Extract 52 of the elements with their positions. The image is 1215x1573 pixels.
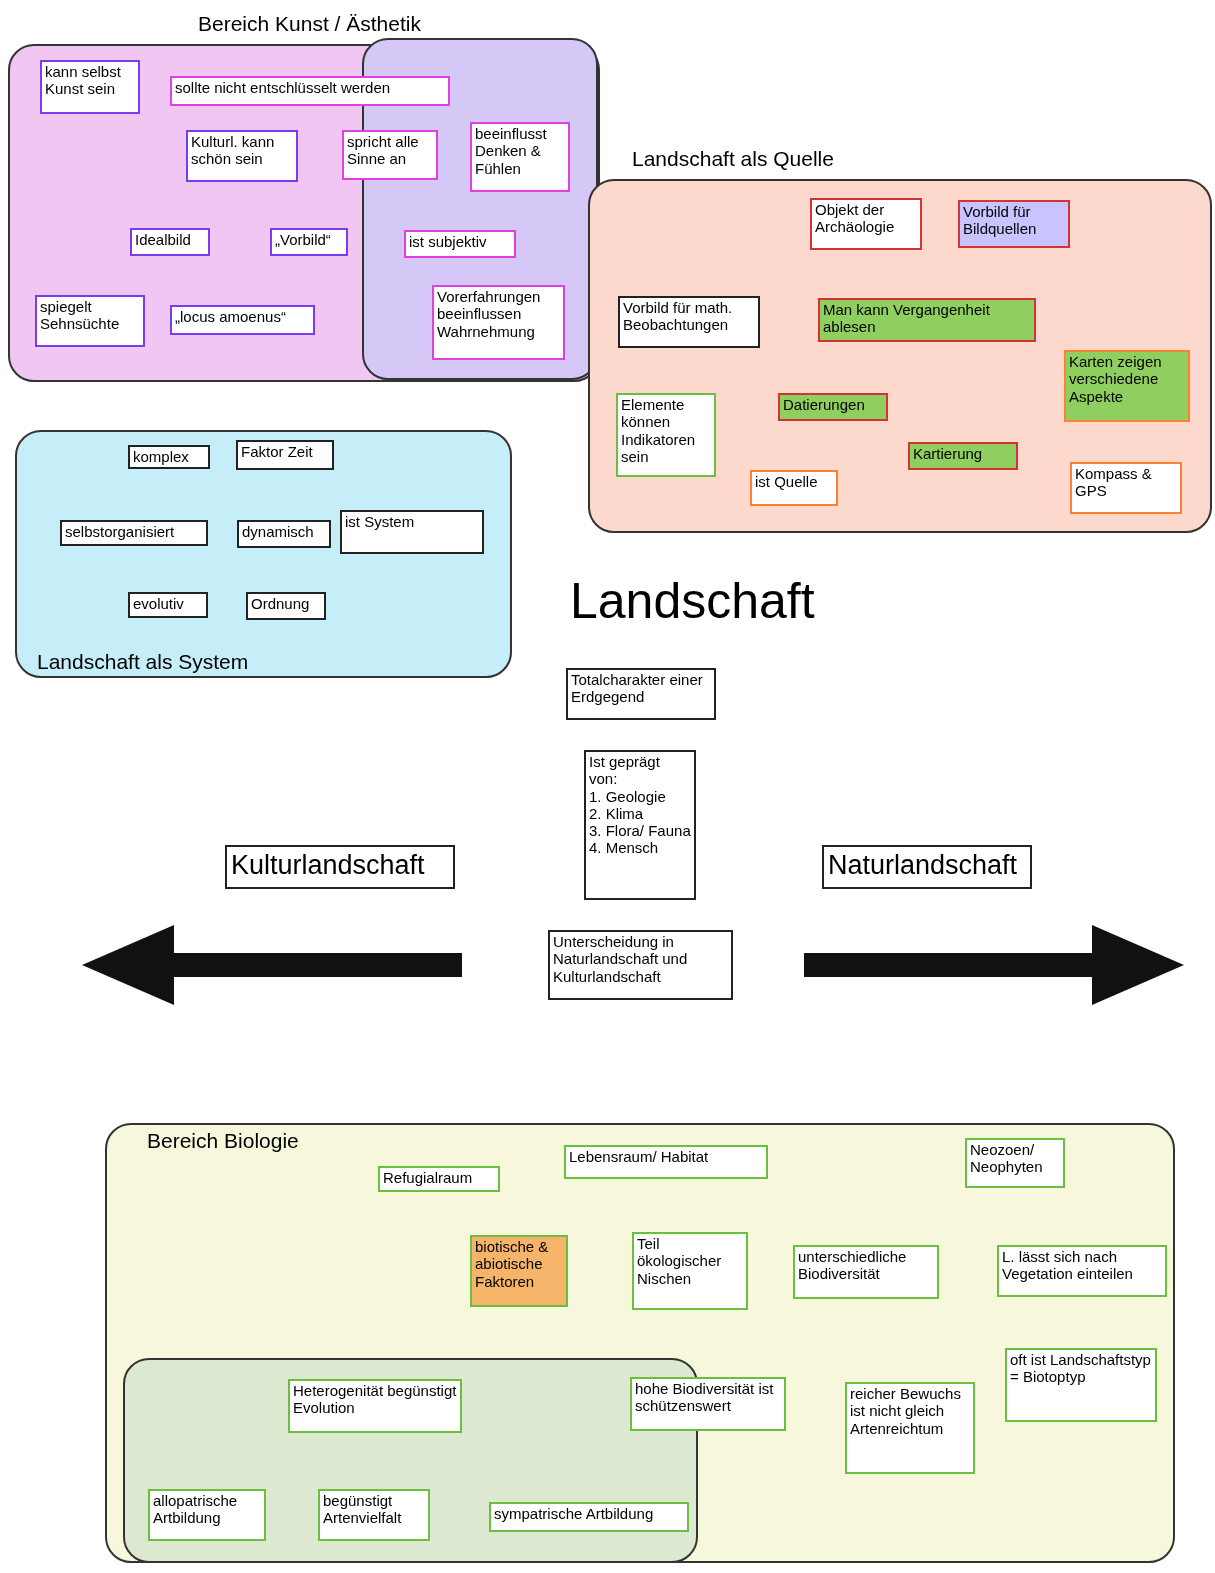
concept-box: Objekt der Archäologie (810, 198, 922, 250)
concept-box: Kulturl. kann schön sein (186, 130, 298, 182)
concept-box: spricht alle Sinne an (342, 130, 438, 180)
concept-box: „locus amoenus“ (170, 305, 315, 335)
concept-box: L. lässt sich nach Vegetation einteilen (997, 1245, 1167, 1297)
concept-box: beeinflusst Denken & Fühlen (470, 122, 570, 192)
concept-box: Refugialraum (378, 1166, 500, 1192)
region-heading: Landschaft als Quelle (632, 147, 834, 171)
concept-box: Vorerfahrungen beeinflussen Wahrnehmung (432, 285, 565, 360)
region-heading: Bereich Biologie (147, 1129, 299, 1153)
concept-box: Man kann Vergangenheit ablesen (818, 298, 1036, 342)
diagram-title: Landschaft (570, 572, 815, 630)
concept-box: Totalcharakter einer Erdgegend (566, 668, 716, 720)
concept-box: Kulturlandschaft (225, 845, 455, 889)
concept-box: Karten zeigen verschiedene Aspekte (1064, 350, 1190, 422)
region-heading: Bereich Kunst / Ästhetik (198, 12, 421, 36)
concept-box: unterschiedliche Biodiversität (793, 1245, 939, 1299)
concept-box: komplex (128, 445, 210, 469)
concept-box: ist subjektiv (404, 230, 516, 258)
concept-box: Kartierung (908, 442, 1018, 470)
concept-box: begünstigt Artenvielfalt (318, 1489, 430, 1541)
concept-box: hohe Biodiversität ist schützenswert (630, 1377, 786, 1431)
region-heading: Landschaft als System (37, 650, 249, 674)
concept-box: selbstorganisiert (60, 520, 208, 546)
concept-box: dynamisch (237, 520, 331, 548)
concept-box: Lebensraum/ Habitat (564, 1145, 768, 1179)
concept-box: kann selbst Kunst sein (40, 60, 140, 114)
concept-box: Vorbild für Bildquellen (958, 200, 1070, 248)
concept-box: Naturlandschaft (822, 845, 1032, 889)
concept-box: Kompass & GPS (1070, 462, 1182, 514)
concept-box: Ist geprägt von: 1. Geologie 2. Klima 3. Flora/ Fauna 4. Mensch (584, 750, 696, 900)
concept-box: allopatrische Artbildung (148, 1489, 266, 1541)
concept-box: sympatrische Artbildung (489, 1502, 689, 1532)
concept-box: spiegelt Sehnsüchte (35, 295, 145, 347)
concept-box: „Vorbild“ (270, 228, 348, 256)
concept-box: Elemente können Indikatoren sein (616, 393, 716, 477)
concept-box: Neozoen/ Neophyten (965, 1138, 1065, 1188)
concept-box: reicher Bewuchs ist nicht gleich Artenreichtum (845, 1382, 975, 1474)
concept-box: Heterogenität begünstigt Evolution (288, 1379, 462, 1433)
concept-box: Faktor Zeit (236, 440, 334, 470)
concept-box: Vorbild für math. Beobachtungen (618, 296, 760, 348)
concept-box: ist Quelle (750, 470, 838, 506)
concept-box: oft ist Landschaftstyp = Biotoptyp (1005, 1348, 1157, 1422)
concept-box: Idealbild (130, 228, 210, 256)
concept-box: Unterscheidung in Naturlandschaft und Kulturlandschaft (548, 930, 733, 1000)
concept-box: sollte nicht entschlüsselt werden (170, 76, 450, 106)
concept-box: Teil ökologischer Nischen (632, 1232, 748, 1310)
concept-box: ist System (340, 510, 484, 554)
concept-box: evolutiv (128, 592, 208, 618)
concept-box: Ordnung (246, 592, 326, 620)
concept-box: biotische & abiotische Faktoren (470, 1235, 568, 1307)
concept-box: Datierungen (778, 393, 888, 421)
